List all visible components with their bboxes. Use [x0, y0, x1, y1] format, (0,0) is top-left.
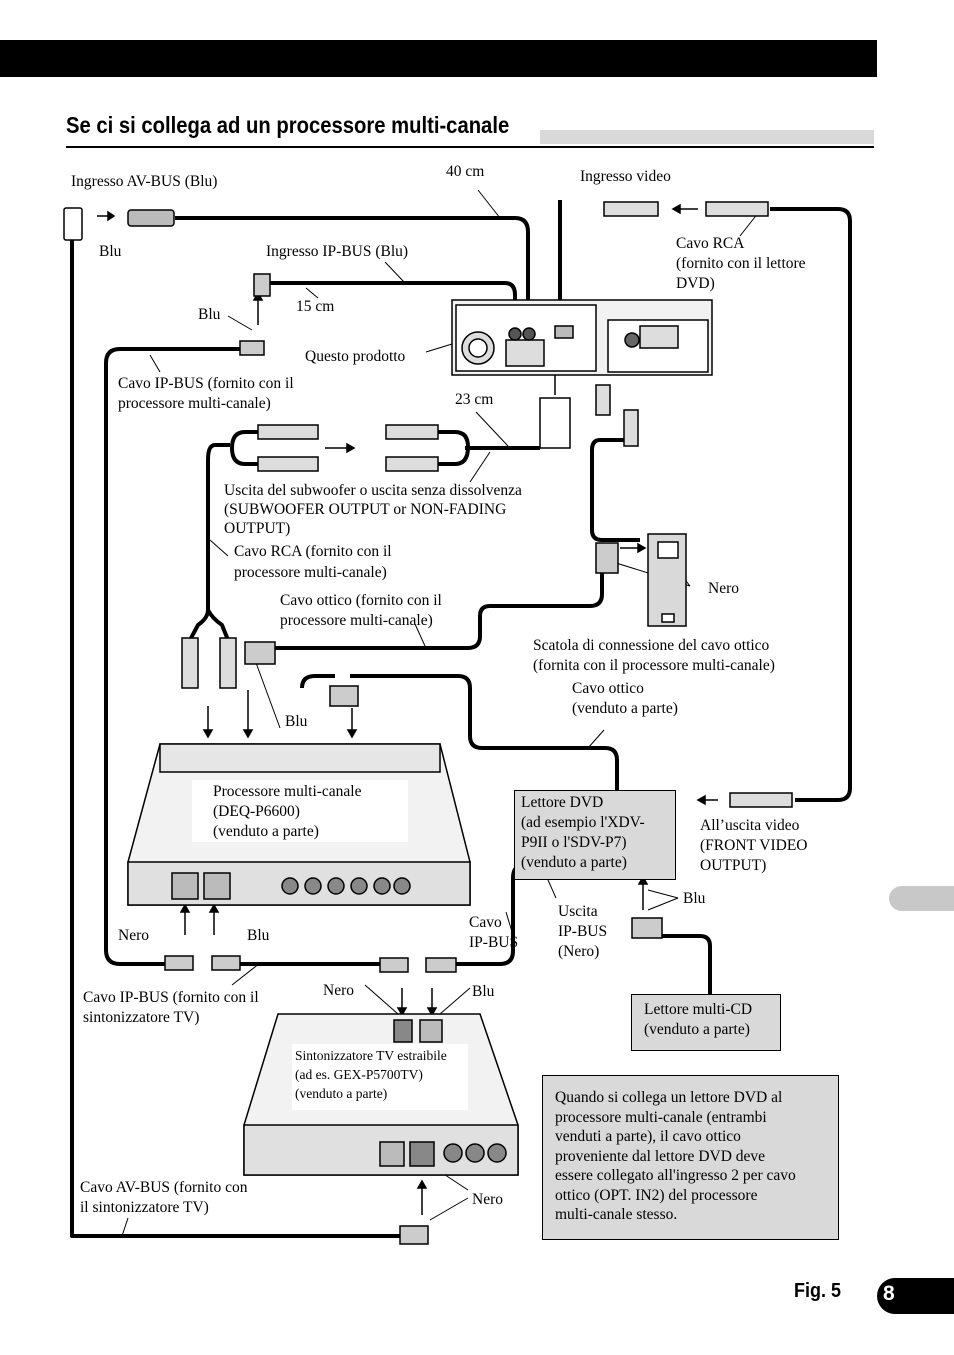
- cables: [70, 200, 852, 1238]
- label-uscita-subwoofer: Uscita del subwoofer o uscita senza diss…: [224, 482, 522, 537]
- note-box: Quando si collega un lettore DVD al proc…: [542, 1075, 839, 1240]
- page-title: Se ci si collega ad un processore multi-…: [66, 112, 510, 138]
- rca-cable: [386, 430, 470, 466]
- label-questo-prodotto: Questo prodotto: [305, 348, 406, 365]
- av-bus-cable-tv: [70, 240, 400, 1238]
- video-plug-right: [705, 201, 769, 217]
- rca-plug-1: [257, 424, 319, 440]
- rca-plug-6: [219, 637, 237, 689]
- label-cavo-av-bus-tv: Cavo AV-BUS (fornito con il sintonizzato…: [80, 1179, 248, 1216]
- label-23cm: 23 cm: [455, 391, 494, 408]
- section-tab: [889, 886, 954, 911]
- label-nero-tv: Nero: [323, 982, 354, 999]
- ip-bus-plug-blu2: [211, 955, 241, 971]
- label-blu-top-left: Blu: [99, 243, 122, 260]
- label-ingresso-av-bus: Ingresso AV-BUS (Blu): [71, 173, 218, 190]
- page-number: 8: [883, 1282, 895, 1305]
- optical-plug-box: [595, 542, 619, 574]
- multi-cd-player-box: Lettore multi-CD (venduto a parte): [631, 994, 781, 1051]
- label-blu-ip-bus: Blu: [198, 306, 221, 323]
- header-bar: [0, 40, 877, 77]
- rca-cable-left: [230, 430, 258, 466]
- rca-plug-4: [385, 456, 439, 472]
- label-blu-processor: Blu: [285, 713, 308, 730]
- av-bus-plug-tv: [399, 1225, 429, 1245]
- dvd-player-box: Lettore DVD (ad esempio l'XDV- P9II o l'…: [514, 790, 676, 880]
- ip-bus-plug-top: [253, 273, 271, 297]
- label-scatola-ottico: Scatola di connessione del cavo ottico (…: [533, 637, 775, 674]
- ip-bus-plug-tv-nero: [379, 957, 409, 973]
- connectors: [63, 201, 793, 1245]
- label-nero-av-bus: Nero: [472, 1191, 503, 1208]
- label-cavo-ip-bus: Cavo IP-BUS: [469, 914, 519, 951]
- label-blu-dvd: Blu: [683, 890, 706, 907]
- ip-bus-plug-dvd: [631, 917, 663, 939]
- ip-bus-plug-blu: [239, 340, 265, 356]
- label-15cm: 15 cm: [296, 298, 335, 315]
- title-band: [540, 130, 874, 144]
- label-cavo-ip-bus-proc: Cavo IP-BUS (fornito con il processore m…: [118, 375, 294, 412]
- head-unit: [451, 299, 713, 376]
- optical-plug-dvd-in: [329, 685, 359, 707]
- video-dvd-cable: [770, 207, 852, 802]
- arrows: [97, 203, 718, 1215]
- optical-junction-box: [647, 533, 687, 627]
- label-blu-tv: Blu: [472, 983, 495, 1000]
- multi-cd-cable: [662, 934, 712, 995]
- page-number-tab: [877, 1278, 954, 1314]
- label-all-uscita-video: All’uscita video (FRONT VIDEO OUTPUT): [700, 817, 808, 874]
- fuse-holder: [595, 384, 611, 416]
- sub-connector: [539, 397, 571, 449]
- ip-bus-cable-proc: [104, 347, 240, 966]
- label-cavo-ottico-proc: Cavo ottico (fornito con il processore m…: [280, 592, 442, 629]
- av-bus-left-plug: [63, 207, 83, 241]
- label-cavo-ottico-venduto: Cavo ottico (venduto a parte): [572, 680, 678, 717]
- mini-plug: [623, 409, 639, 447]
- av-bus-plug: [127, 209, 175, 227]
- label-40cm: 40 cm: [446, 163, 485, 180]
- label-cavo-rca-dvd: Cavo RCA (fornito con il lettore DVD): [676, 235, 806, 292]
- label-ingresso-video: Ingresso video: [580, 168, 671, 185]
- figure-label: Fig. 5: [794, 1280, 842, 1302]
- optical-cable-proc: [272, 570, 604, 650]
- label-sintonizzatore-tv: Sintonizzatore TV estraibile (ad es. GEX…: [292, 1044, 468, 1110]
- optical-cable-proc-in: [300, 674, 335, 689]
- video-plug-dvd: [729, 792, 793, 808]
- rca-cable-down: [188, 443, 230, 641]
- optical-cable-dvd: [350, 674, 619, 790]
- title-rule: [66, 146, 874, 148]
- label-blu-proc-bottom: Blu: [247, 927, 270, 944]
- ip-bus-plug-tv-blu: [425, 957, 457, 973]
- rca-plug-2: [257, 456, 319, 472]
- label-nero-proc: Nero: [118, 927, 149, 944]
- label-nero-optical-box: Nero: [708, 580, 739, 597]
- ip-bus-plug-nero: [164, 955, 194, 971]
- label-uscita-ip-bus: Uscita IP-BUS (Nero): [558, 903, 608, 960]
- rca-plug-3: [385, 424, 439, 440]
- optical-headunit: [590, 438, 640, 542]
- optical-plug-proc: [244, 641, 276, 665]
- label-cavo-ip-bus-tv: Cavo IP-BUS (fornito con il sintonizzato…: [83, 989, 259, 1026]
- av-bus-cable-40cm: [175, 216, 530, 328]
- rca-plug-5: [181, 637, 199, 689]
- label-cavo-rca-proc: Cavo RCA (fornito con il processore mult…: [234, 543, 392, 581]
- label-processore: Processore multi-canale (DEQ-P6600) (ven…: [192, 780, 408, 842]
- ip-bus-input-cable: [268, 281, 517, 328]
- label-ingresso-ip-bus: Ingresso IP-BUS (Blu): [266, 243, 409, 260]
- video-plug-left: [603, 201, 659, 217]
